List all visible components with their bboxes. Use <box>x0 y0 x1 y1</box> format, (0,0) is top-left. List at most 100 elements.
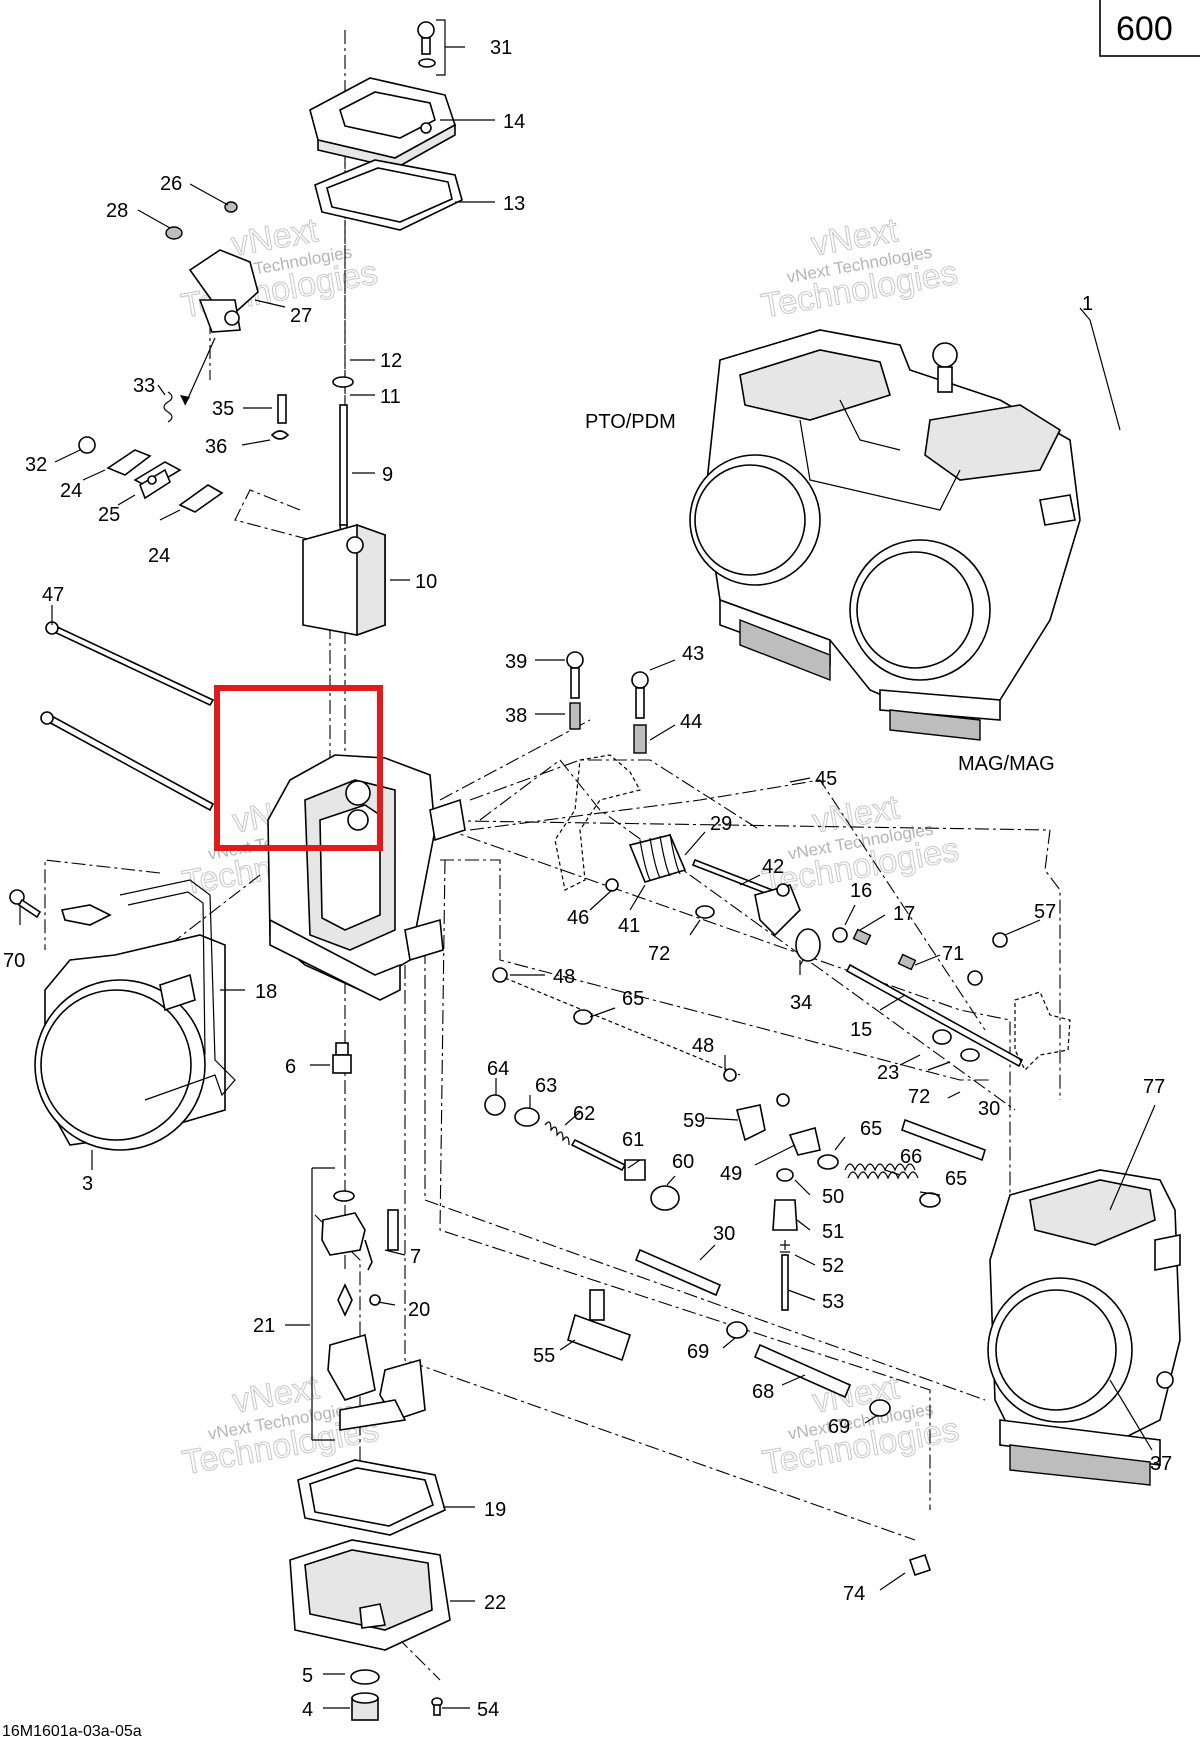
callout-numbers: 31 14 13 26 28 27 1 12 11 33 35 36 9 32 … <box>3 37 1172 1721</box>
callout-20: 20 <box>408 1299 430 1321</box>
mag-carb-body <box>987 1169 1181 1486</box>
figure-code: 16M1601a-03a-05a <box>2 1723 142 1740</box>
callout-15: 15 <box>850 1019 872 1041</box>
callout-22: 22 <box>484 1592 506 1614</box>
callout-16: 16 <box>850 880 872 902</box>
callout-45: 45 <box>815 768 837 790</box>
callout-29: 29 <box>710 813 732 835</box>
throttle-bracket <box>554 754 641 891</box>
callout-72a: 72 <box>648 943 670 965</box>
callout-41: 41 <box>618 915 640 937</box>
watermark-top-right: vNext vNext Technologies Technologies <box>758 211 961 326</box>
callout-24b: 24 <box>148 545 170 567</box>
page-number-box: 600 <box>1099 0 1200 57</box>
pto-label: PTO/PDM <box>585 411 676 433</box>
callout-19: 19 <box>484 1499 506 1521</box>
callout-44: 44 <box>680 711 702 733</box>
idle-screw-parts <box>484 1094 680 1211</box>
assembly-centerlines <box>44 30 1061 1681</box>
callout-7: 7 <box>410 1246 421 1268</box>
callout-53: 53 <box>822 1291 844 1313</box>
callout-1: 1 <box>1082 293 1093 315</box>
callout-12: 12 <box>380 350 402 372</box>
callout-5: 5 <box>302 1665 313 1687</box>
callout-59: 59 <box>683 1110 705 1132</box>
float-assembly <box>311 1167 426 1441</box>
small-spring <box>163 391 173 423</box>
callout-65c: 65 <box>945 1168 967 1190</box>
enrichener-plunger <box>772 1168 798 1311</box>
callout-30a: 30 <box>978 1098 1000 1120</box>
fuel-fitting <box>332 1042 352 1074</box>
callout-48a: 48 <box>553 966 575 988</box>
callout-48b: 48 <box>692 1035 714 1057</box>
callout-65b: 65 <box>860 1118 882 1140</box>
washer <box>695 905 715 919</box>
callout-77: 77 <box>1143 1076 1165 1098</box>
callout-27: 27 <box>290 305 312 327</box>
callout-54: 54 <box>477 1699 499 1721</box>
callout-23: 23 <box>877 1062 899 1084</box>
clip <box>932 1029 952 1045</box>
callout-47: 47 <box>42 584 64 606</box>
callout-55: 55 <box>533 1345 555 1367</box>
callout-13: 13 <box>503 193 525 215</box>
return-spring <box>628 833 687 883</box>
cover-screw <box>417 21 436 68</box>
choke-lever-parts <box>723 1068 821 1156</box>
callout-70: 70 <box>3 950 25 972</box>
callout-37: 37 <box>1150 1453 1172 1475</box>
callout-42: 42 <box>762 856 784 878</box>
callout-31: 31 <box>490 37 512 59</box>
callout-66: 66 <box>900 1146 922 1168</box>
callout-43: 43 <box>682 643 704 665</box>
callout-46: 46 <box>567 907 589 929</box>
callout-11: 11 <box>380 386 401 408</box>
screw-45 <box>776 883 790 897</box>
callout-10: 10 <box>415 571 437 593</box>
callout-21: 21 <box>253 1315 275 1337</box>
callout-57: 57 <box>1034 901 1056 923</box>
sync-rod-lower <box>634 1248 722 1297</box>
carb-assembly-twin <box>689 329 1081 741</box>
adapter-screw <box>9 889 42 919</box>
carb-top-cover <box>309 77 456 169</box>
callout-74: 74 <box>843 1583 865 1605</box>
drain-plug <box>350 1669 443 1721</box>
callout-69a: 69 <box>687 1341 709 1363</box>
callout-51: 51 <box>822 1221 844 1243</box>
leader-lines <box>19 19 1156 1709</box>
callout-61: 61 <box>622 1129 644 1151</box>
vent-hose <box>726 1321 891 1417</box>
highlight-box <box>214 685 383 851</box>
needle-screw <box>270 394 290 440</box>
callout-25: 25 <box>98 504 120 526</box>
callout-64: 64 <box>487 1058 509 1080</box>
callout-63: 63 <box>535 1075 557 1097</box>
washer-lower <box>960 1048 980 1062</box>
callout-68: 68 <box>752 1381 774 1403</box>
callout-36: 36 <box>205 436 227 458</box>
callout-72b: 72 <box>908 1086 930 1108</box>
callout-32: 32 <box>25 454 47 476</box>
callout-34: 34 <box>790 992 812 1014</box>
sync-rod-upper <box>901 1118 986 1162</box>
callout-60: 60 <box>672 1151 694 1173</box>
callout-3: 3 <box>82 1173 93 1195</box>
callout-24a: 24 <box>60 480 82 502</box>
callout-39: 39 <box>505 651 527 673</box>
callout-17: 17 <box>893 903 915 925</box>
vent-tip <box>908 1553 932 1577</box>
slide-lever-assembly <box>165 201 259 333</box>
callout-71: 71 <box>942 943 964 965</box>
callout-18: 18 <box>255 981 277 1003</box>
callout-50: 50 <box>822 1186 844 1208</box>
long-through-bolts <box>40 621 215 812</box>
callout-62: 62 <box>573 1103 595 1125</box>
callout-65a: 65 <box>622 988 644 1010</box>
page-number: 600 <box>1116 10 1173 48</box>
callout-6: 6 <box>285 1056 296 1078</box>
throttle-stop-parts <box>566 651 649 754</box>
float-bowl-gasket <box>297 1459 446 1536</box>
